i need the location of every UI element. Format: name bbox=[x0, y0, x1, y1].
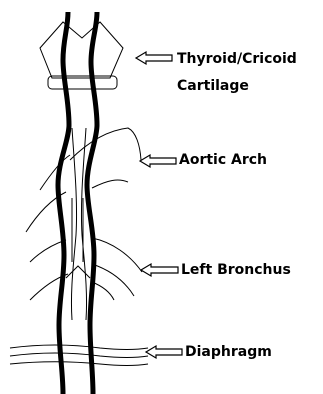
bronchus-strand-4 bbox=[92, 264, 134, 296]
aortic-arch-strand-4 bbox=[92, 180, 128, 188]
inner-chevron bbox=[66, 266, 90, 278]
arrow-icon-bronchus bbox=[141, 264, 178, 276]
label-thyroid-line2: Cartilage bbox=[177, 78, 249, 95]
arrow-icon-diaphragm bbox=[146, 346, 182, 358]
thyroid-cartilage bbox=[40, 22, 123, 78]
diaphragm-line-2 bbox=[10, 353, 148, 358]
diaphragm-line-3 bbox=[10, 362, 148, 366]
inner-line-right bbox=[81, 128, 86, 320]
label-diaphragm: Diaphragm bbox=[185, 344, 272, 361]
arrow-icon-aortic bbox=[140, 155, 176, 167]
bronchus-strand-5 bbox=[92, 282, 114, 300]
label-aortic-arch: Aortic Arch bbox=[179, 152, 267, 169]
arrow-icon-thyroid bbox=[136, 52, 172, 64]
oesophagus-right-wall bbox=[87, 12, 97, 394]
aortic-arch-strand-1 bbox=[70, 128, 141, 160]
oesophagus-left-wall bbox=[58, 12, 69, 394]
label-thyroid-line1: Thyroid/Cricoid bbox=[177, 51, 297, 68]
label-left-bronchus: Left Bronchus bbox=[181, 262, 291, 279]
aortic-arch-strand-2 bbox=[40, 155, 70, 190]
diaphragm-line-1 bbox=[10, 345, 148, 350]
bronchus-strand-1 bbox=[30, 240, 66, 262]
